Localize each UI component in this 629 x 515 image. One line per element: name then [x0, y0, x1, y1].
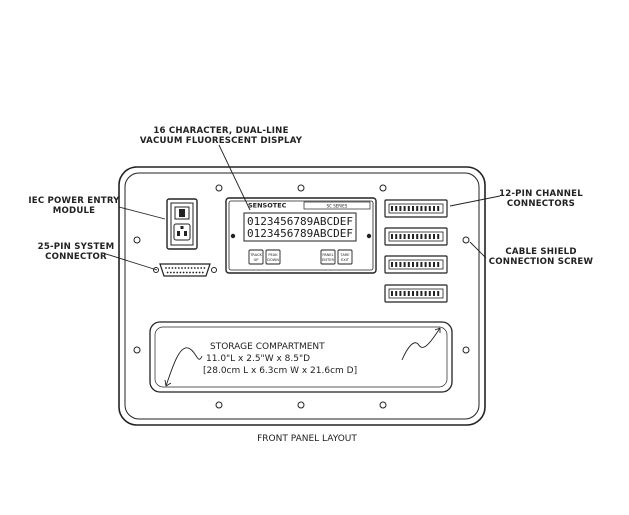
display-line-1: 0123456789ABCDEF: [247, 217, 353, 228]
power-callout-line-2: MODULE: [53, 206, 96, 216]
display-line-2: 0123456789ABCDEF: [247, 229, 353, 240]
panel-outline: [118, 166, 486, 426]
shield-callout-line-2: CONNECTION SCREW: [489, 257, 594, 267]
display-model: SC SERIES: [327, 204, 348, 209]
storage-compartment: STORAGE COMPARTMENT 11.0"L x 2.5"W x 8.5…: [149, 321, 453, 393]
button-label-top: TRACK: [249, 253, 262, 257]
display-brand: SENSOTEC: [248, 202, 287, 210]
display-callout-line-2: VACUUM FLUORESCENT DISPLAY: [140, 136, 303, 146]
system-callout-line-2: CONNECTOR: [45, 252, 107, 262]
power-switch-icon: [174, 206, 190, 220]
button-label-bottom: ENTER: [322, 258, 334, 262]
leader-lines: [102, 144, 501, 271]
shield-callout-line-1: CABLE SHIELD: [505, 247, 576, 257]
diagram-caption: FRONT PANEL LAYOUT: [257, 434, 357, 444]
power-callout-line-1: IEC POWER ENTRY: [28, 196, 120, 206]
button-label-bottom: EXIT: [341, 258, 350, 262]
button-label-top: PANEL: [322, 253, 333, 257]
channel-callout-line-2: CONNECTORS: [507, 199, 575, 209]
system-callout-line-1: 25-PIN SYSTEM: [38, 242, 115, 252]
channel-callout-line-1: 12-PIN CHANNEL: [499, 189, 583, 199]
mounting-holes: [133, 184, 470, 409]
channel-connector-2: [384, 227, 448, 246]
channel-connector-4: [384, 284, 448, 303]
break-line-right: [401, 327, 441, 361]
callouts: 16 CHARACTER, DUAL-LINE VACUUM FLUORESCE…: [28, 126, 593, 267]
power-entry-module: [166, 198, 198, 250]
button-label-bottom: DOWN: [267, 258, 279, 262]
display-unit: SENSOTEC SC SERIES 0123456789ABCDEF 0123…: [225, 197, 377, 274]
storage-dims-metric: [28.0cm L x 6.3cm W x 21.6cm D]: [203, 366, 357, 376]
power-inlet-icon: [173, 223, 191, 241]
channel-connector-1: [384, 199, 448, 218]
channel-connector-3: [384, 255, 448, 274]
storage-dims-imperial: 11.0"L x 2.5"W x 8.5"D: [206, 354, 310, 364]
channel-connectors: [384, 199, 448, 303]
system-connector-25pin: [153, 263, 217, 277]
storage-title: STORAGE COMPARTMENT: [210, 342, 325, 352]
button-label-top: PEAK: [268, 253, 278, 257]
button-label-bottom: UP: [254, 258, 260, 262]
button-label-top: TARE: [339, 253, 350, 257]
break-line-left: [165, 347, 203, 387]
cable-shield-screw: [462, 236, 470, 244]
display-callout-line-1: 16 CHARACTER, DUAL-LINE: [153, 126, 288, 136]
vfd-screen: [243, 212, 357, 242]
